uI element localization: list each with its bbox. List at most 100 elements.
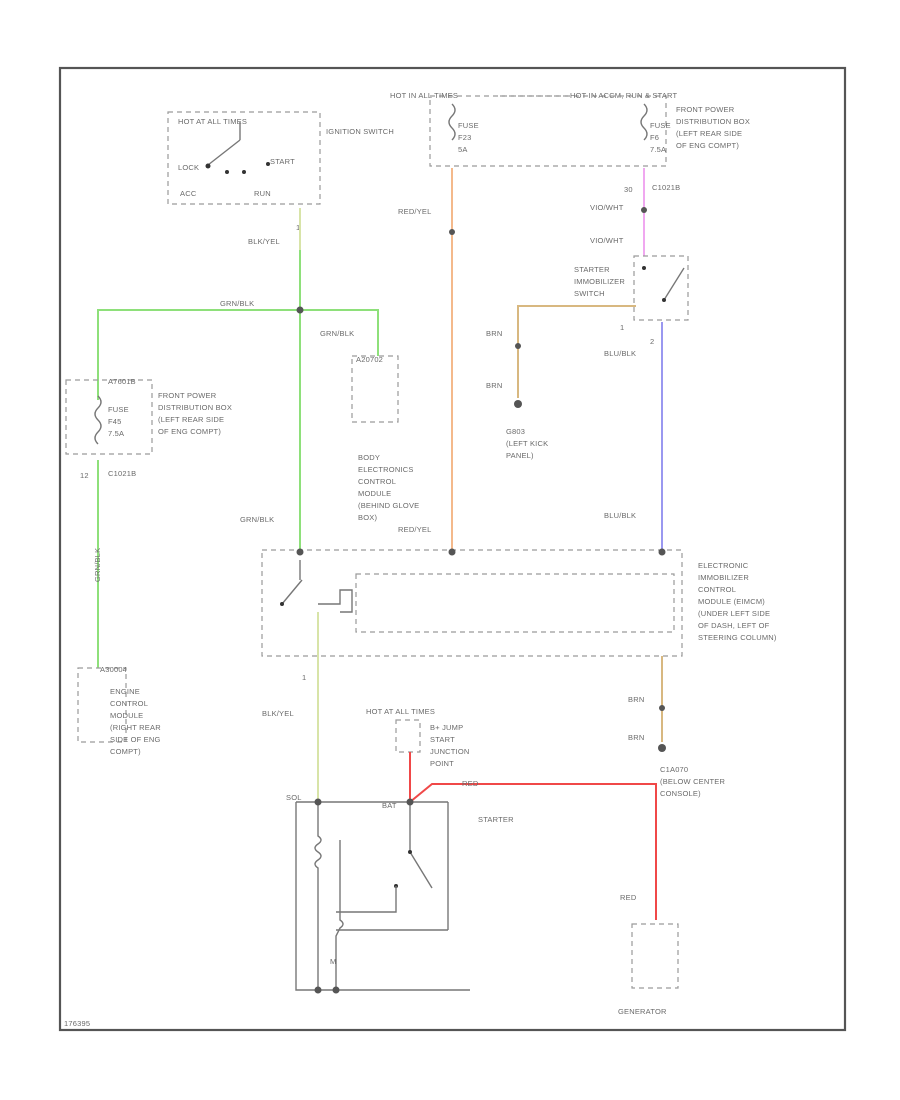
ground-g803-label: G803 xyxy=(506,427,525,436)
left-fuse-amps: 7.5A xyxy=(108,429,124,438)
ignition-run-label: RUN xyxy=(254,189,271,198)
top-fuse-box-name4: OF ENG COMPT) xyxy=(676,141,739,150)
generator-label: GENERATOR xyxy=(618,1007,667,1016)
top-fuse-hot2: HOT IN ACCM, RUN & START xyxy=(570,91,678,100)
svg-text:30: 30 xyxy=(624,185,633,194)
ground-bottom-name1: (BELOW CENTER xyxy=(660,777,725,786)
starter-imm-pin: 1 xyxy=(620,323,624,332)
wire-label-red-1: RED xyxy=(462,779,479,788)
top-fuse1-number: F23 xyxy=(458,133,472,142)
ignition-switch-label: IGNITION SWITCH xyxy=(326,127,394,136)
wire-label-brn-4: BRN xyxy=(628,733,644,742)
top-fuse1-amps: 5A xyxy=(458,145,468,154)
eimcm-label7: STEERING COLUMN) xyxy=(698,633,777,642)
becm-label6: BOX) xyxy=(358,513,377,522)
wire-label-grn-blk-1: GRN/BLK xyxy=(220,299,254,308)
ecm-connector: A30004 xyxy=(100,665,127,674)
jump-label3: JUNCTION xyxy=(430,747,470,756)
ground-bottom-label: C1A070 xyxy=(660,765,688,774)
left-fuse-box-name2: DISTRIBUTION BOX xyxy=(158,403,232,412)
top-fuse-box: HOT IN ALL TIMES HOT IN ACCM, RUN & STAR… xyxy=(390,91,750,194)
jump-label2: START xyxy=(430,735,455,744)
starter-m-label: M xyxy=(330,957,336,966)
eimcm-label5: (UNDER LEFT SIDE xyxy=(698,609,770,618)
wire-label-red-yel-bot: RED/YEL xyxy=(398,525,432,534)
top-fuse1-label: FUSE xyxy=(458,121,479,130)
becm-connector: A20702 xyxy=(356,355,383,364)
wire-label-brn-2: BRN xyxy=(486,381,502,390)
wire-label-blk-yel-top: BLK/YEL xyxy=(248,237,280,246)
jump-hot-label: HOT AT ALL TIMES xyxy=(366,707,435,716)
wire-label-vio-wht-2: VIO/WHT xyxy=(590,236,624,245)
eimcm-label1: ELECTRONIC xyxy=(698,561,749,570)
left-fuse-box-name4: OF ENG COMPT) xyxy=(158,427,221,436)
becm-label4: MODULE xyxy=(358,489,391,498)
ground-bottom-name2: CONSOLE) xyxy=(660,789,701,798)
eimcm-label2: IMMOBILIZER xyxy=(698,573,749,582)
wire-label-brn-3: BRN xyxy=(628,695,644,704)
left-fuse-box-name1: FRONT POWER xyxy=(158,391,217,400)
becm-label2: ELECTRONICS xyxy=(358,465,414,474)
eimcm-label6: OF DASH, LEFT OF xyxy=(698,621,770,630)
wire-label-brn-1: BRN xyxy=(486,329,502,338)
starter-immobilizer-switch: STARTER IMMOBILIZER SWITCH 1 xyxy=(574,255,689,332)
eimcm-label4: MODULE (EIMCM) xyxy=(698,597,765,606)
wire-label-red-2: RED xyxy=(620,893,637,902)
starter-bat-label: BAT xyxy=(382,801,397,810)
wire-red-generator xyxy=(409,783,657,920)
starter-motor: SOL BAT STARTER M xyxy=(286,793,514,994)
top-fuse2-number: F6 xyxy=(650,133,659,142)
top-connector-label: C1021B xyxy=(652,183,680,192)
top-fuse-box-name2: DISTRIBUTION BOX xyxy=(676,117,750,126)
wire-label-grn-blk-3: GRN/BLK xyxy=(240,515,274,524)
wire-brn-ground xyxy=(517,305,636,398)
top-fuse2-label: FUSE xyxy=(650,121,671,130)
starter-imm-label3: SWITCH xyxy=(574,289,605,298)
left-fuse-number: F45 xyxy=(108,417,122,426)
footer-id: 176395 xyxy=(64,1019,90,1028)
body-electronics-control-module: A20702 BODY ELECTRONICS CONTROL MODULE (… xyxy=(351,355,419,522)
eimcm-label3: CONTROL xyxy=(698,585,736,594)
starter-imm-label2: IMMOBILIZER xyxy=(574,277,625,286)
top-fuse-box-name3: (LEFT REAR SIDE xyxy=(676,129,742,138)
left-fuse-box: A7601B FUSE F45 7.5A FRONT POWER DISTRIB… xyxy=(65,377,232,480)
wire-label-grn-blk-2: GRN/BLK xyxy=(320,329,354,338)
starter-sol-label: SOL xyxy=(286,793,302,802)
becm-label5: (BEHIND GLOVE xyxy=(358,501,419,510)
starter-imm-label1: STARTER xyxy=(574,265,610,274)
top-fuse-hot1: HOT IN ALL TIMES xyxy=(390,91,458,100)
engine-control-module: A30004 ENGINE CONTROL MODULE (RIGHT REAR… xyxy=(77,665,161,756)
wire-label-vio-wht-1: VIO/WHT xyxy=(590,203,624,212)
ignition-pin-label: 1 xyxy=(296,223,300,232)
blk-yel-pin: 1 xyxy=(302,673,306,682)
wire-label-blu-blk-2: BLU/BLK xyxy=(604,511,636,520)
diagram-frame xyxy=(58,66,847,1032)
ignition-lock-label: LOCK xyxy=(178,163,199,172)
wire-label-red-yel-top: RED/YEL xyxy=(398,207,432,216)
ecm-label4: (RIGHT REAR xyxy=(110,723,161,732)
wire-label-grn-blk-4: GRN/BLK xyxy=(93,548,102,582)
ecm-label1: ENGINE xyxy=(110,687,140,696)
left-fuse-connector-c: C1021B xyxy=(108,469,136,478)
electronic-immobilizer-control-module: ELECTRONIC IMMOBILIZER CONTROL MODULE (E… xyxy=(261,549,777,657)
generator: GENERATOR xyxy=(618,923,679,1016)
left-fuse-pin: 12 xyxy=(80,471,89,480)
becm-label3: CONTROL xyxy=(358,477,396,486)
wire-label-blk-yel-bot: BLK/YEL xyxy=(262,709,294,718)
starter-label: STARTER xyxy=(478,815,514,824)
ecm-label6: COMPT) xyxy=(110,747,141,756)
ignition-hot-label: HOT AT ALL TIMES xyxy=(178,117,247,126)
ignition-switch: HOT AT ALL TIMES IGNITION SWITCH LOCK AC… xyxy=(167,111,394,232)
ecm-label2: CONTROL xyxy=(110,699,148,708)
ignition-acc-label: ACC xyxy=(180,189,197,198)
ecm-label5: SIDE OF ENG xyxy=(110,735,161,744)
starter-coil-icon xyxy=(314,802,322,990)
ground-g803-name1: (LEFT KICK xyxy=(506,439,548,448)
jump-label1: B+ JUMP xyxy=(430,723,463,732)
jump-label4: POINT xyxy=(430,759,454,768)
fuse-f45-icon xyxy=(94,395,102,445)
ground-g803-name2: PANEL) xyxy=(506,451,534,460)
fuse-f23-icon xyxy=(448,103,456,141)
left-fuse-box-name3: (LEFT REAR SIDE xyxy=(158,415,224,424)
